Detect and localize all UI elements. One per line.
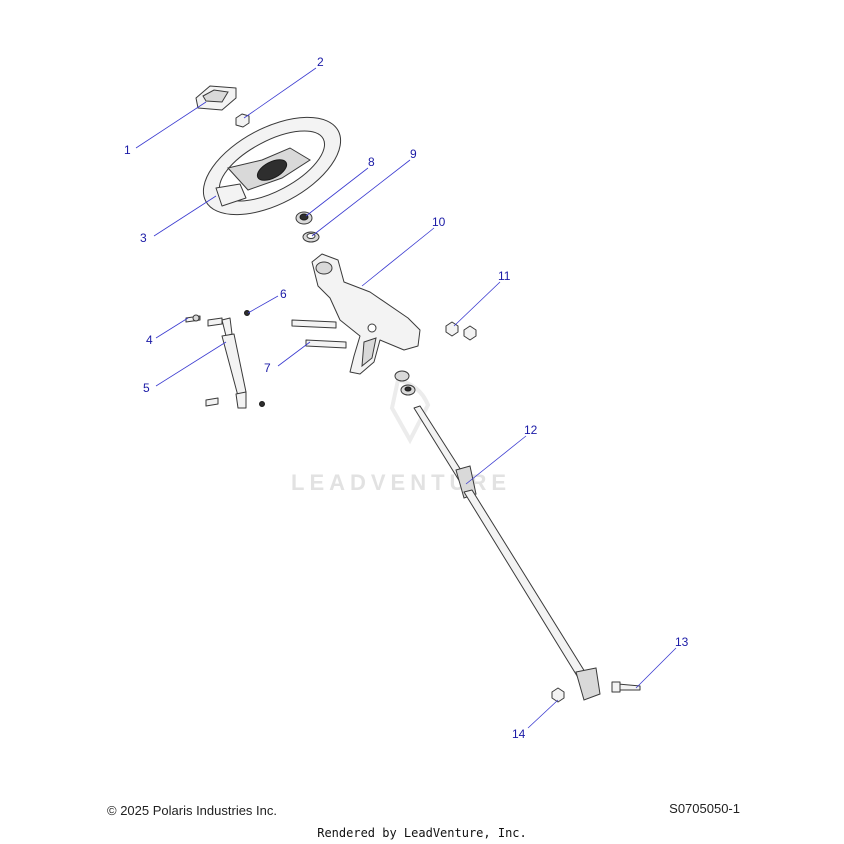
watermark-text: LEADVENTURE	[291, 470, 511, 495]
part-nut-6[interactable]	[244, 310, 265, 407]
callout-3[interactable]: 3	[140, 231, 147, 245]
callout-9[interactable]: 9	[410, 147, 417, 161]
callout-8[interactable]: 8	[368, 155, 375, 169]
part-gas-strut[interactable]	[205, 317, 247, 409]
part-screw-4[interactable]	[185, 314, 201, 323]
rendered-by-text: Rendered by LeadVenture, Inc.	[317, 826, 527, 840]
part-bushing-8[interactable]	[295, 211, 313, 225]
callout-10[interactable]: 10	[432, 215, 446, 229]
callout-5[interactable]: 5	[143, 381, 150, 395]
part-nut-11[interactable]	[445, 321, 477, 341]
copyright-text: © 2025 Polaris Industries Inc.	[107, 803, 277, 818]
callout-13[interactable]: 13	[675, 635, 689, 649]
callout-11[interactable]: 11	[498, 269, 511, 283]
part-bushing-9[interactable]	[302, 231, 320, 243]
callout-12[interactable]: 12	[524, 423, 538, 437]
callout-4[interactable]: 4	[146, 333, 153, 347]
leader-lines	[135, 67, 677, 729]
callout-6[interactable]: 6	[280, 287, 287, 301]
callout-7[interactable]: 7	[264, 361, 271, 375]
part-bearing[interactable]	[394, 370, 416, 396]
watermark: LEADVENTURE	[291, 377, 511, 495]
part-nut-14[interactable]	[551, 687, 565, 703]
part-bolt-13[interactable]	[611, 681, 641, 693]
part-steering-shaft[interactable]	[413, 405, 601, 701]
part-horn-pad[interactable]	[195, 85, 237, 111]
callout-1[interactable]: 1	[124, 143, 131, 157]
part-steering-bracket[interactable]	[311, 253, 421, 375]
part-steering-wheel[interactable]	[188, 97, 356, 235]
part-bolt-7[interactable]	[291, 319, 347, 349]
callout-2[interactable]: 2	[317, 55, 324, 69]
diagram-id: S0705050-1	[669, 801, 740, 816]
callout-labels: 1 2 3 4 5 6 7 8 9 10 11 12 13 14	[124, 55, 689, 741]
callout-14[interactable]: 14	[512, 727, 526, 741]
